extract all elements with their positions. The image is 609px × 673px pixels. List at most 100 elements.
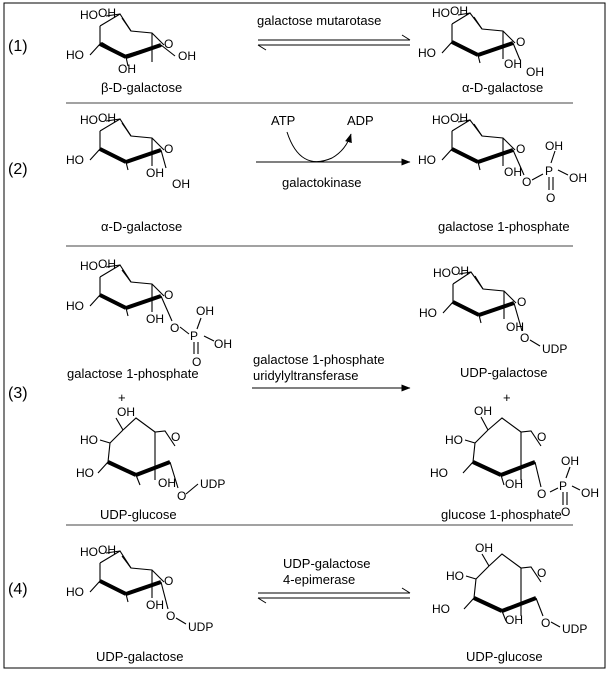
- hydroxyl-label: OH: [451, 264, 469, 278]
- hydroxyl-label: HO: [418, 46, 436, 60]
- hydroxyl-label: OH: [504, 165, 522, 179]
- molecule-name: UDP-galactose: [96, 649, 183, 664]
- hydroxyl-label: OH: [146, 598, 164, 612]
- alpha-d-galactose-structure: HO OH O HO OH OH: [418, 4, 544, 79]
- outer-border: [3, 2, 606, 669]
- udp-galactose-structure: HO OH O HO OH O UDP: [66, 543, 213, 634]
- ring-oxygen-label: O: [516, 142, 525, 156]
- hydroxyl-label: OH: [561, 454, 579, 468]
- molecule-name: α-D-galactose: [101, 219, 182, 234]
- hydroxyl-label: HO: [432, 113, 450, 127]
- alpha-d-galactose-structure: HO OH O HO OH OH: [66, 111, 190, 191]
- hydroxyl-label: HO: [80, 259, 98, 273]
- hydroxyl-label: HO: [418, 153, 436, 167]
- hydroxyl-label: OH: [172, 177, 190, 191]
- galactose-1-phosphate-structure: HO OH O HO OH O P OH OH O: [418, 111, 587, 205]
- udp-label: UDP: [200, 477, 225, 491]
- hydroxyl-label: OH: [526, 65, 544, 79]
- molecule-name: UDP-galactose: [460, 365, 547, 380]
- molecule-name: UDP-glucose: [100, 507, 177, 522]
- phosphorus-label: P: [545, 164, 553, 178]
- beta-d-galactose-structure: HO OH O HO OH OH: [66, 6, 196, 76]
- hydroxyl-label: OH: [117, 405, 135, 419]
- plus-sign: +: [118, 390, 126, 405]
- hydroxyl-label: OH: [146, 312, 164, 326]
- ring-oxygen-label: O: [171, 430, 180, 444]
- molecule-name: α-D-galactose: [462, 80, 543, 95]
- hydroxyl-label: OH: [118, 62, 136, 76]
- ring-oxygen-label: O: [517, 295, 526, 309]
- hydroxyl-label: OH: [196, 304, 214, 318]
- udp-glucose-structure: OH O HO HO OH O UDP: [76, 405, 225, 503]
- ring-oxygen-label: O: [164, 574, 173, 588]
- hydroxyl-label: OH: [98, 543, 116, 557]
- hydroxyl-label: OH: [545, 139, 563, 153]
- hydroxyl-label: OH: [146, 166, 164, 180]
- enzyme-name: galactose mutarotase: [257, 13, 381, 28]
- ring-oxygen-label: O: [164, 142, 173, 156]
- cofactor-adp: ADP: [347, 113, 374, 128]
- hydroxyl-label: HO: [80, 545, 98, 559]
- udp-label: UDP: [542, 342, 567, 356]
- molecule-name: β-D-galactose: [101, 80, 182, 95]
- molecule-name: glucose 1-phosphate: [441, 507, 562, 522]
- hydroxyl-label: OH: [178, 49, 196, 63]
- oxygen-label: O: [541, 616, 550, 630]
- hydroxyl-label: OH: [581, 486, 599, 500]
- oxygen-label: O: [561, 505, 570, 519]
- enzyme-name: UDP-galactose: [283, 556, 370, 571]
- hydroxyl-label: OH: [450, 4, 468, 18]
- molecule-name: UDP-glucose: [466, 649, 543, 664]
- oxygen-label: O: [520, 331, 529, 345]
- hydroxyl-label: OH: [505, 613, 523, 627]
- equilibrium-arrow: [257, 34, 411, 51]
- enzyme-name: 4-epimerase: [283, 572, 355, 587]
- hydroxyl-label: HO: [80, 113, 98, 127]
- hydroxyl-label: OH: [158, 476, 176, 490]
- udp-label: UDP: [562, 622, 587, 636]
- hydroxyl-label: OH: [214, 337, 232, 351]
- hydroxyl-label: HO: [432, 602, 450, 616]
- galactose-1-phosphate-structure: HO OH O HO OH O P OH OH O: [66, 257, 232, 369]
- enzyme-name: uridylyltransferase: [253, 368, 359, 383]
- glucose-1-phosphate-structure: OH O HO HO OH O P OH OH O: [430, 404, 599, 519]
- molecule-name: galactose 1-phosphate: [67, 366, 199, 381]
- hydroxyl-label: OH: [475, 541, 493, 555]
- phosphorus-label: P: [559, 479, 567, 493]
- ring-oxygen-label: O: [537, 430, 546, 444]
- ring-oxygen-label: O: [516, 35, 525, 49]
- step-number: (3): [8, 385, 28, 402]
- oxygen-label: O: [522, 175, 531, 189]
- ring-oxygen-label: O: [164, 37, 173, 51]
- hydroxyl-label: OH: [98, 6, 116, 20]
- oxygen-label: O: [192, 355, 201, 369]
- step-number: (2): [8, 161, 28, 178]
- hydroxyl-label: HO: [66, 153, 84, 167]
- hydroxyl-label: OH: [569, 171, 587, 185]
- oxygen-label: O: [546, 191, 555, 205]
- hydroxyl-label: HO: [76, 466, 94, 480]
- enzyme-name: galactokinase: [282, 175, 362, 190]
- ring-oxygen-label: O: [164, 288, 173, 302]
- plus-sign: +: [503, 390, 511, 405]
- udp-glucose-structure: OH O HO HO OH O UDP: [432, 541, 587, 636]
- hydroxyl-label: HO: [432, 6, 450, 20]
- molecule-name: galactose 1-phosphate: [438, 219, 570, 234]
- oxygen-label: O: [170, 321, 179, 335]
- ring-oxygen-label: O: [537, 566, 546, 580]
- hydroxyl-label: OH: [98, 257, 116, 271]
- hydroxyl-label: OH: [506, 320, 524, 334]
- oxygen-label: O: [537, 487, 546, 501]
- hydroxyl-label: OH: [450, 111, 468, 125]
- hydroxyl-label: OH: [505, 477, 523, 491]
- hydroxyl-label: HO: [445, 433, 463, 447]
- hydroxyl-label: OH: [474, 404, 492, 418]
- hydroxyl-label: HO: [66, 299, 84, 313]
- udp-galactose-structure: HO OH O HO OH O UDP: [419, 264, 567, 356]
- phosphorus-label: P: [190, 329, 198, 343]
- equilibrium-arrow: [257, 587, 411, 604]
- hydroxyl-label: HO: [66, 585, 84, 599]
- oxygen-label: O: [166, 609, 175, 623]
- step-number: (1): [8, 38, 28, 55]
